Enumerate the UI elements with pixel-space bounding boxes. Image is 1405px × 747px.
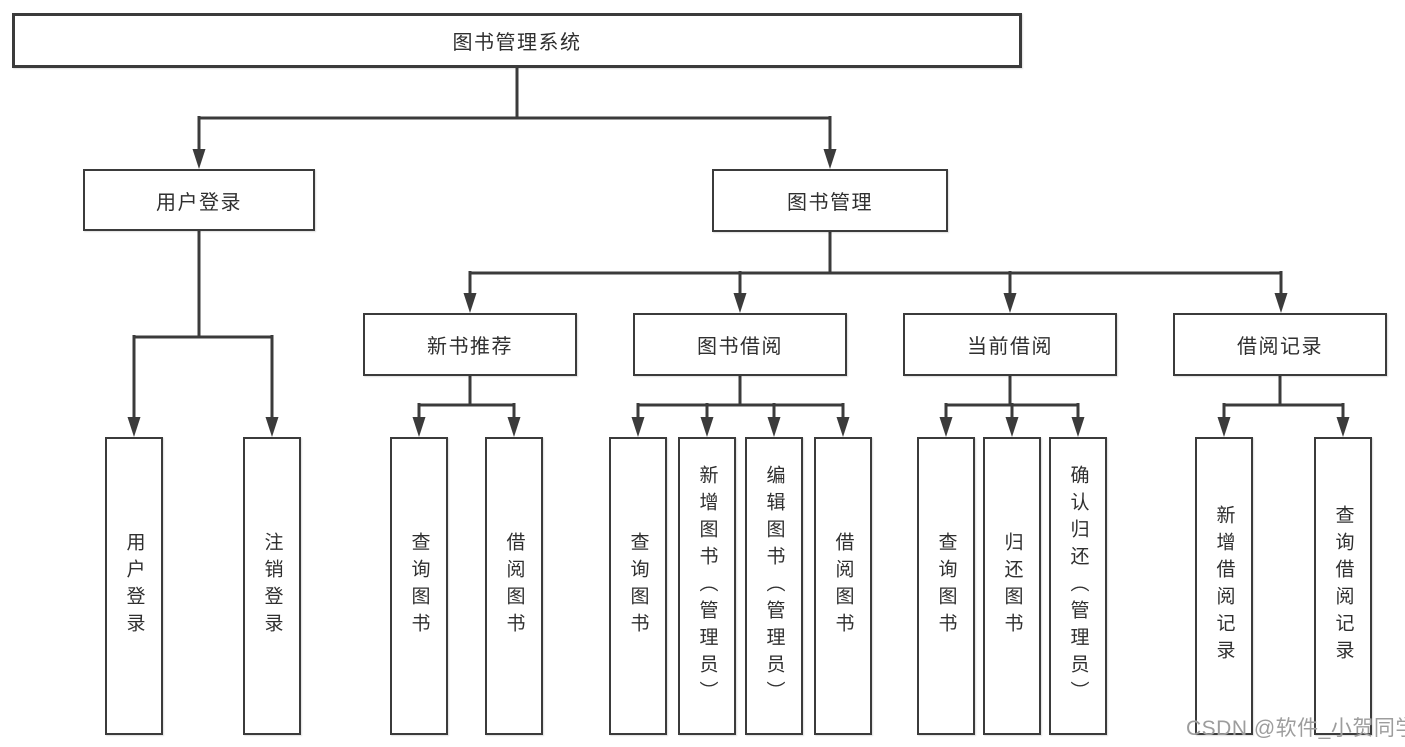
node-book-borrow: 图书借阅 — [633, 313, 847, 376]
leaf-newbook-borrow: 借阅图书 — [485, 437, 543, 735]
node-borrow-records: 借阅记录 — [1173, 313, 1387, 376]
leaf-current-return: 归还图书 — [983, 437, 1041, 735]
node-book-management: 图书管理 — [712, 169, 948, 232]
leaf-borrow-add-admin: 新增图书（管理员） — [678, 437, 736, 735]
node-root: 图书管理系统 — [12, 13, 1022, 68]
connector-currentborrow-to-leaves — [939, 376, 1085, 437]
csdn-watermark: CSDN @软件_小贺同学 — [1186, 717, 1405, 740]
leaf-current-query: 查询图书 — [917, 437, 975, 735]
leaf-borrow-edit-admin: 编辑图书（管理员） — [745, 437, 803, 735]
leaf-logout: 注销登录 — [243, 437, 301, 735]
connector-userlogin-to-leaves — [127, 231, 279, 437]
node-new-book-recommend: 新书推荐 — [363, 313, 577, 376]
leaf-records-query: 查询借阅记录 — [1314, 437, 1372, 735]
leaf-user-login: 用户登录 — [105, 437, 163, 735]
connector-bookborrow-to-leaves — [631, 376, 850, 437]
node-user-login: 用户登录 — [83, 169, 315, 231]
leaf-newbook-query: 查询图书 — [390, 437, 448, 735]
node-current-borrow: 当前借阅 — [903, 313, 1117, 376]
leaf-borrow-query: 查询图书 — [609, 437, 667, 735]
leaf-records-add: 新增借阅记录 — [1195, 437, 1253, 735]
leaf-current-confirm-admin: 确认归还（管理员） — [1049, 437, 1107, 735]
connector-bookmgmt-to-level2 — [463, 232, 1288, 313]
connector-root-to-level1 — [192, 68, 837, 169]
connector-newbook-to-leaves — [412, 376, 521, 437]
connector-records-to-leaves — [1217, 376, 1350, 437]
leaf-borrow-borrow: 借阅图书 — [814, 437, 872, 735]
